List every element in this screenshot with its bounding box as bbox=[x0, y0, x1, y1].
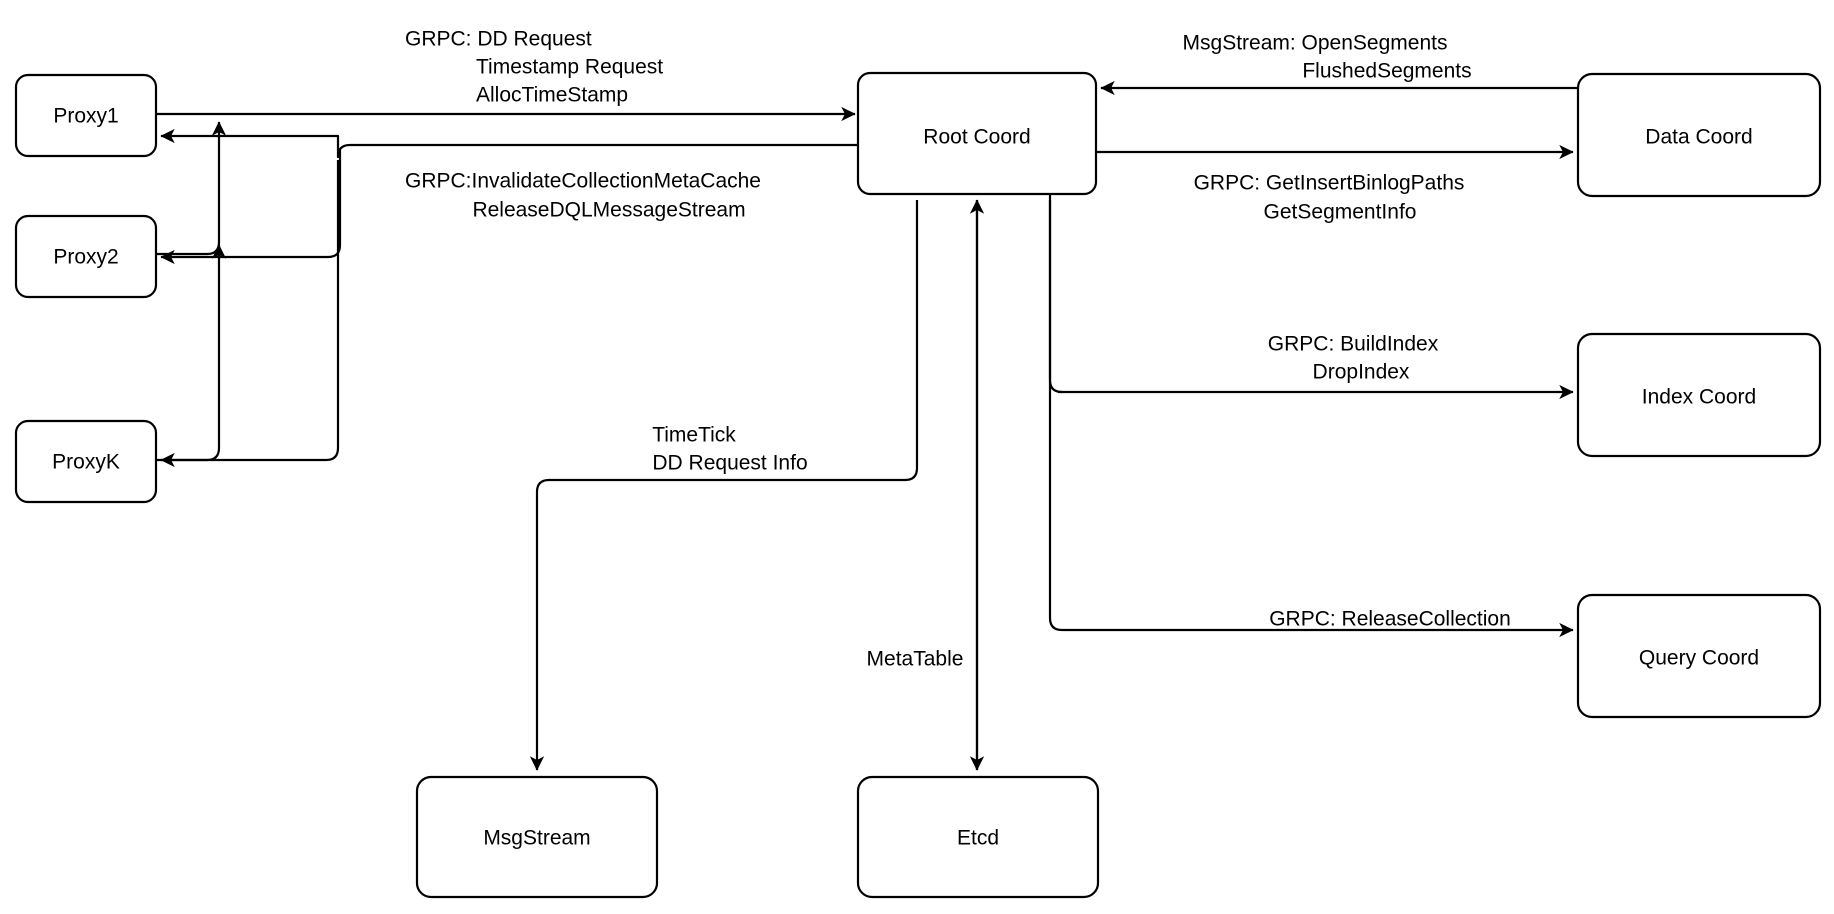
edge-rootcoord-to-proxyk bbox=[160, 160, 340, 468]
label-datacoord-to-rootcoord-line-1: MsgStream: OpenSegments bbox=[1183, 32, 1448, 55]
label-rootcoord-to-datacoord-line-1: GRPC: GetInsertBinlogPaths bbox=[1194, 172, 1465, 195]
label-rootcoord-to-msgstream-line-1: TimeTick bbox=[652, 424, 736, 447]
label-rootcoord-to-datacoord: GRPC: GetInsertBinlogPaths GetSegmentInf… bbox=[1194, 172, 1465, 224]
label-rootcoord-to-msgstream: TimeTick DD Request Info bbox=[652, 424, 807, 475]
label-proxy-to-rootcoord-line-3: AllocTimeStamp bbox=[476, 84, 628, 107]
label-rootcoord-to-msgstream-line-2: DD Request Info bbox=[652, 452, 807, 475]
label-rootcoord-to-proxy-line-1: GRPC:InvalidateCollectionMetaCache bbox=[405, 170, 761, 193]
label-rootcoord-to-datacoord-line-2: GetSegmentInfo bbox=[1264, 201, 1417, 224]
edge-rootcoord-to-msgstream bbox=[529, 200, 919, 771]
label-datacoord-to-rootcoord-line-2: FlushedSegments bbox=[1302, 60, 1471, 83]
label-datacoord-to-rootcoord: MsgStream: OpenSegments FlushedSegments bbox=[1183, 32, 1472, 83]
label-rootcoord-to-etcd: MetaTable bbox=[867, 648, 964, 671]
label-proxy-to-rootcoord: GRPC: DD Request Timestamp Request Alloc… bbox=[405, 28, 663, 107]
label-rootcoord-to-indexcoord-line-1: GRPC: BuildIndex bbox=[1268, 333, 1439, 356]
label-proxy-to-rootcoord-line-1: GRPC: DD Request bbox=[405, 28, 592, 51]
label-rootcoord-to-querycoord-line-1: GRPC: ReleaseCollection bbox=[1269, 608, 1511, 631]
label-rootcoord-to-etcd-line-1: MetaTable bbox=[867, 648, 964, 671]
label-rootcoord-to-proxy: GRPC:InvalidateCollectionMetaCache Relea… bbox=[405, 170, 761, 222]
label-proxy-to-rootcoord-line-2: Timestamp Request bbox=[476, 56, 663, 79]
label-rootcoord-to-indexcoord: GRPC: BuildIndex DropIndex bbox=[1268, 333, 1439, 384]
label-rootcoord-to-querycoord: GRPC: ReleaseCollection bbox=[1269, 608, 1511, 631]
edge-rootcoord-to-proxy1 bbox=[160, 128, 858, 159]
label-rootcoord-to-proxy-line-2: ReleaseDQLMessageStream bbox=[472, 199, 745, 222]
label-rootcoord-to-indexcoord-line-2: DropIndex bbox=[1313, 361, 1410, 384]
edge-rootcoord-to-querycoord bbox=[1048, 200, 1574, 638]
